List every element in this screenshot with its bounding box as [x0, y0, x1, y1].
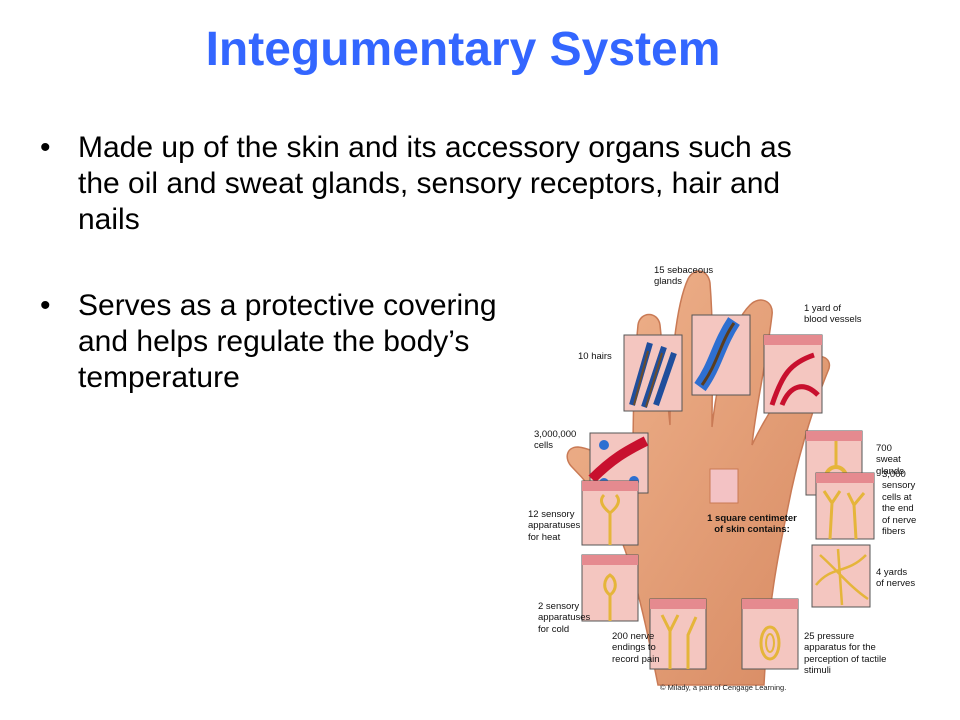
- callout-sebaceous: 15 sebaceous glands: [654, 265, 714, 288]
- copyright-notice: © Milady, a part of Cengage Learning.: [660, 683, 787, 692]
- inset-heat: [581, 480, 639, 546]
- callout-blood-vessels: 1 yard of blood vessels: [804, 303, 862, 326]
- callout-nerve-endings: 200 nerve endings to record pain: [612, 631, 660, 665]
- callout-hairs: 10 hairs: [578, 351, 612, 362]
- inset-sensory-cells: [815, 472, 875, 540]
- inset-sebaceous: [691, 314, 751, 396]
- bullet-text: Made up of the skin and its accessory or…: [78, 131, 792, 236]
- callout-cold: 2 sensory apparatuses for cold: [538, 601, 591, 635]
- slide-title: Integumentary System: [205, 23, 721, 76]
- callout-sensory-cells: 3,000 sensory cells at the end of nerve …: [882, 469, 917, 537]
- skin-square-marker: [709, 468, 739, 504]
- callout-sweat: 700 sweat glands: [876, 443, 904, 477]
- center-label: 1 square centimeter of skin contains:: [707, 513, 797, 535]
- inset-hairs: [623, 334, 683, 412]
- bullet-marker: •: [40, 289, 51, 322]
- inset-nerve-endings: [649, 598, 707, 670]
- callout-pressure: 25 pressure apparatus for the perception…: [804, 631, 887, 677]
- skin-hand-illustration: 1 square centimeter of skin contains: 15…: [520, 255, 940, 695]
- hand-diagram: [566, 270, 875, 686]
- inset-pressure: [741, 598, 799, 670]
- callout-heat: 12 sensory apparatuses for heat: [528, 509, 581, 543]
- inset-nerves: [811, 544, 871, 608]
- bullet-item: • Made up of the skin and its accessory …: [40, 130, 838, 238]
- bullet-list: • Made up of the skin and its accessory …: [40, 130, 860, 396]
- bullet-marker: •: [40, 131, 51, 164]
- inset-cold: [581, 554, 639, 622]
- callout-nerves: 4 yards of nerves: [876, 567, 916, 590]
- callout-cells: 3,000,000 cells: [534, 429, 577, 452]
- bullet-text: Serves as a protective covering and help…: [78, 289, 497, 394]
- hand-silhouette: [566, 270, 831, 686]
- inset-blood-vessels: [763, 334, 823, 414]
- bullet-item: • Serves as a protective covering and he…: [40, 288, 498, 396]
